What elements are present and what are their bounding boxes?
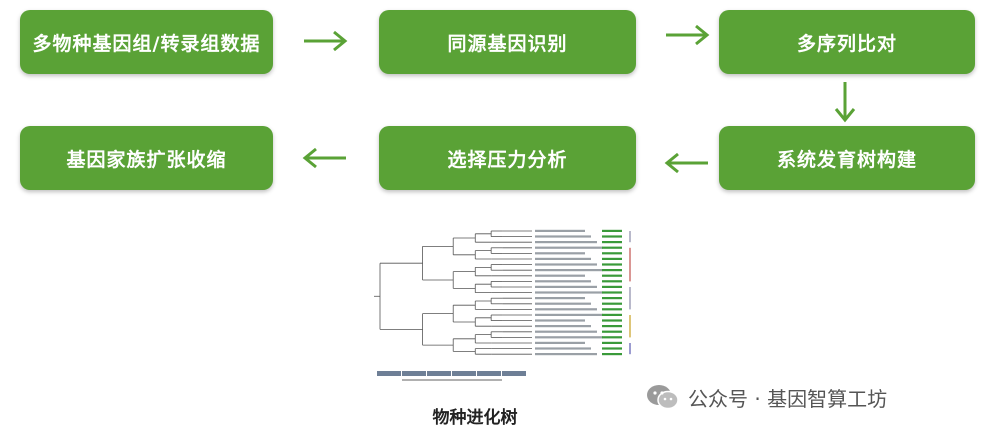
tip-value: [602, 347, 622, 350]
tip-value: [602, 302, 622, 305]
time-axis-label: [402, 379, 502, 381]
step-genome-data: 多物种基因组/转录组数据: [20, 10, 273, 74]
step-gene-family-expansion: 基因家族扩张收缩: [20, 126, 273, 190]
tip-label: [535, 235, 591, 238]
tip-value: [602, 280, 622, 283]
tip-label: [535, 341, 585, 344]
tip-value: [602, 325, 622, 328]
tip-label: [535, 229, 585, 232]
tip-label: [535, 308, 597, 311]
tip-label: [535, 330, 597, 333]
tip-value: [602, 330, 622, 333]
step-multiple-alignment: 多序列比对: [719, 10, 975, 74]
right-arrow-icon: [304, 30, 348, 52]
time-axis-tick: [426, 371, 427, 376]
tip-label: [535, 274, 585, 277]
tip-value: [602, 269, 622, 272]
tip-value: [602, 341, 622, 344]
tip-label: [535, 325, 591, 328]
tip-label: [535, 302, 591, 305]
tip-value: [602, 291, 622, 294]
tip-label: [535, 269, 603, 272]
tip-value: [602, 241, 622, 244]
figure-caption: 物种进化树: [432, 408, 518, 428]
tip-label: [535, 353, 597, 356]
tip-label: [535, 313, 603, 316]
right-arrow-icon: [666, 24, 710, 46]
tip-label: [535, 246, 603, 249]
tip-value: [602, 229, 622, 232]
tip-value: [602, 313, 622, 316]
watermark-text: 公众号 · 基因智算工坊: [688, 386, 888, 411]
tip-value: [602, 319, 622, 322]
time-axis-tick: [451, 371, 452, 376]
tip-value: [602, 308, 622, 311]
tip-label: [535, 336, 603, 339]
tip-value: [602, 336, 622, 339]
left-arrow-icon: [664, 152, 708, 174]
tip-value: [602, 257, 622, 260]
time-axis-tick: [501, 371, 502, 376]
tip-value: [602, 297, 622, 300]
tip-label: [535, 291, 603, 294]
watermark: 公众号 · 基因智算工坊: [646, 382, 887, 412]
time-axis-tick: [376, 371, 377, 376]
time-axis-tick: [476, 371, 477, 376]
left-arrow-icon: [302, 147, 346, 169]
tip-label: [535, 297, 585, 300]
down-arrow-icon: [834, 82, 856, 123]
tip-value: [602, 263, 622, 266]
tip-value: [602, 246, 622, 249]
tip-value: [602, 274, 622, 277]
phylogenetic-tree-figure: [374, 229, 631, 381]
step-homolog-identification: 同源基因识别: [379, 10, 636, 74]
tip-value: [602, 235, 622, 238]
tip-label: [535, 319, 585, 322]
time-axis-tick: [526, 371, 527, 376]
tip-value: [602, 353, 622, 356]
tip-label: [535, 280, 591, 283]
tip-label: [535, 241, 597, 244]
wechat-icon: [647, 385, 679, 410]
tip-label: [535, 257, 591, 260]
tip-label: [535, 252, 585, 255]
time-axis-tick: [401, 371, 402, 376]
step-selection-pressure: 选择压力分析: [379, 126, 636, 190]
tip-value: [602, 252, 622, 255]
tip-value: [602, 285, 622, 288]
tip-label: [535, 263, 597, 266]
step-phylogenetic-tree: 系统发育树构建: [719, 126, 975, 190]
tip-label: [535, 347, 591, 350]
tip-label: [535, 285, 597, 288]
